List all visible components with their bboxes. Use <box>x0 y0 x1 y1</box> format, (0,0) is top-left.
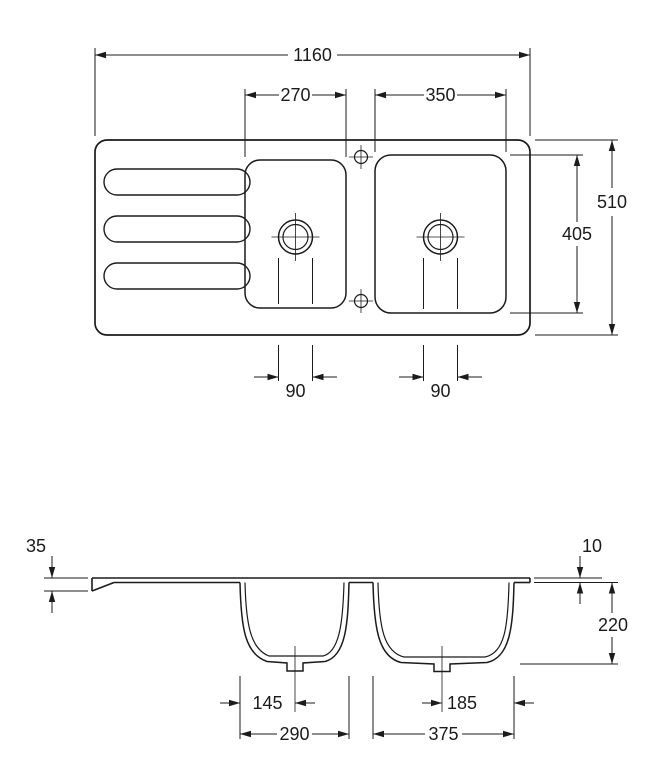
drainboard-slats <box>103 168 251 290</box>
dim-right-bowl-width: 350 <box>374 85 507 152</box>
right-bowl-plan <box>374 154 507 314</box>
dim-label-front-edge: 35 <box>26 536 46 556</box>
right-bowl-section-inner <box>377 582 510 658</box>
dim-bowl-length: 405 <box>510 154 592 314</box>
drainboard-slat <box>103 168 251 196</box>
plan-view: 1160 270 350 510 <box>94 45 627 401</box>
dim-left-drain: 90 <box>254 258 337 401</box>
tap-hole-top <box>349 145 373 169</box>
dim-label-left-drain-offset: 145 <box>252 693 282 713</box>
drainboard-slat <box>103 262 251 290</box>
dim-overall-width: 1160 <box>94 45 531 136</box>
dim-rim: 10 <box>534 536 618 604</box>
dim-label-overall-depth: 510 <box>597 192 627 212</box>
tap-hole-bottom <box>349 289 373 313</box>
left-bowl-plan <box>244 159 347 309</box>
drainboard-slat <box>103 215 251 243</box>
dim-label-right-drain-offset: 185 <box>447 693 477 713</box>
dim-right-drain-offset: 185 <box>422 693 534 713</box>
dim-label-right-bowl-section-width: 375 <box>428 724 458 744</box>
dim-right-bowl-section-width: 375 <box>372 676 515 744</box>
left-drain <box>271 213 320 261</box>
left-bowl-section-inner <box>244 582 345 657</box>
dim-label-right-drain: 90 <box>430 381 450 401</box>
dim-front-edge: 35 <box>26 536 88 613</box>
dim-label-left-bowl-width: 270 <box>280 85 310 105</box>
dim-left-bowl-section-width: 290 <box>239 676 350 744</box>
dim-left-bowl-width: 270 <box>244 85 347 157</box>
left-bowl-section-outer <box>239 582 350 672</box>
dim-overall-depth: 510 <box>535 139 627 336</box>
dim-bowl-depth: 220 <box>520 582 628 665</box>
dim-label-left-drain: 90 <box>285 381 305 401</box>
sink-profile <box>91 577 531 712</box>
dim-left-drain-offset: 145 <box>220 693 315 713</box>
right-bowl-section-outer <box>372 582 515 673</box>
section-view: 35 10 220 145 185 <box>26 536 628 744</box>
dim-label-rim: 10 <box>582 536 602 556</box>
dim-label-overall-width: 1160 <box>293 45 332 65</box>
right-drain <box>416 213 465 261</box>
profile-lip-underside <box>91 581 115 592</box>
dim-label-right-bowl-width: 350 <box>425 85 455 105</box>
dim-label-left-bowl-section-width: 290 <box>279 724 309 744</box>
dim-label-bowl-length: 405 <box>562 224 592 244</box>
dim-label-bowl-depth: 220 <box>598 615 628 635</box>
dim-right-drain: 90 <box>399 258 482 401</box>
